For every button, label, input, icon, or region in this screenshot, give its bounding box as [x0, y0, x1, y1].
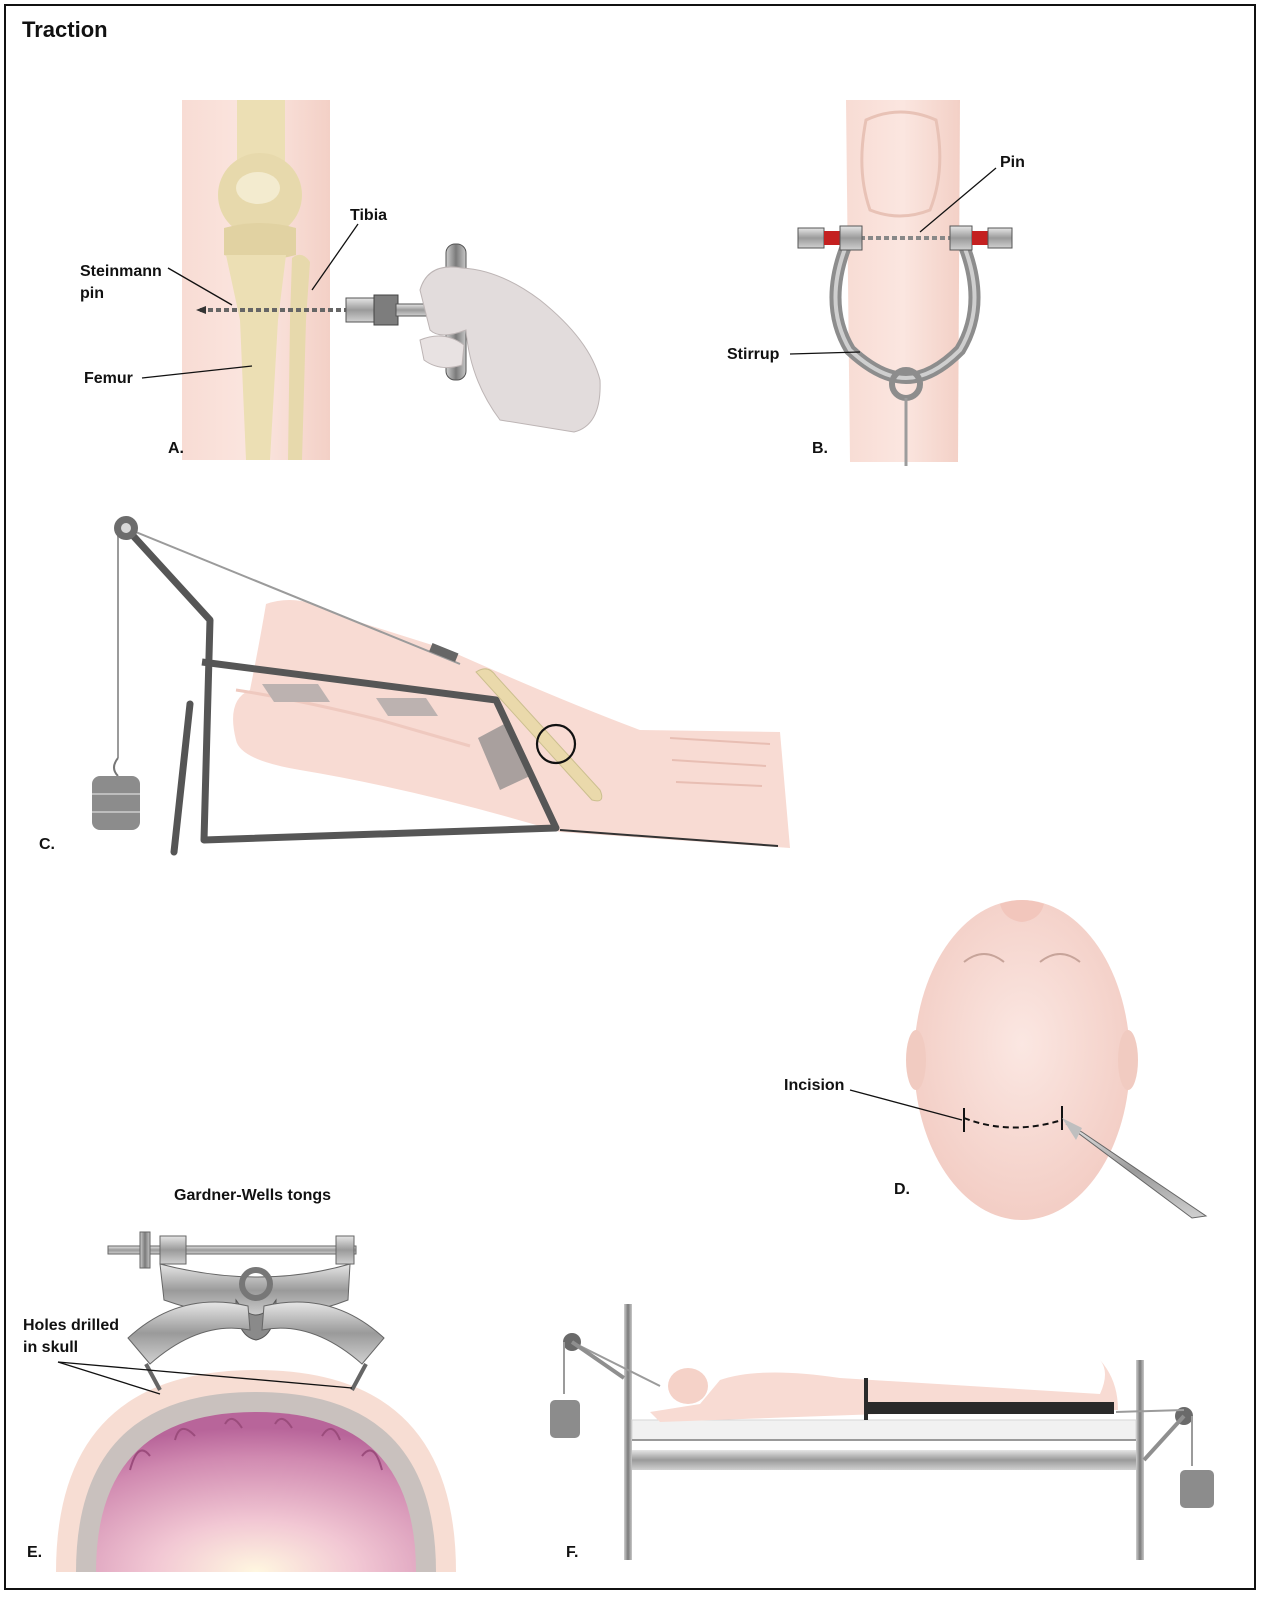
head — [914, 900, 1130, 1220]
steinmann-label-line1: Steinmann — [80, 263, 162, 280]
panel-d-letter: D. — [894, 1181, 910, 1198]
panel-b: Pin Stirrup B. — [727, 100, 1025, 466]
femur-label: Femur — [84, 370, 133, 387]
skull — [56, 1370, 456, 1572]
pin-clamp-right — [972, 231, 988, 245]
panel-f: F. — [550, 1304, 1214, 1561]
panel-e-letter: E. — [27, 1544, 42, 1561]
stirrup-label: Stirrup — [727, 346, 780, 363]
gardner-wells-tongs — [108, 1232, 384, 1390]
panel-e: Gardner-Wells tongs Holes drilled in sku… — [23, 1187, 456, 1572]
steinmann-label-line2: pin — [80, 285, 104, 302]
panel-b-letter: B. — [812, 440, 828, 457]
holes-label-line1: Holes drilled — [23, 1317, 119, 1334]
patient-body — [233, 600, 790, 848]
panel-f-letter: F. — [566, 1544, 578, 1561]
hand-drill — [346, 244, 600, 432]
panel-c: C. — [39, 516, 790, 853]
panel-c-letter: C. — [39, 836, 55, 853]
panel-d: Incision D. — [784, 900, 1206, 1220]
pin-clamp-left — [824, 231, 840, 245]
holes-label-line2: in skull — [23, 1339, 78, 1356]
panel-a-letter: A. — [168, 440, 184, 457]
patient-supine — [650, 1360, 1118, 1422]
tongs-title: Gardner-Wells tongs — [174, 1187, 331, 1204]
pin-label: Pin — [1000, 154, 1025, 171]
panel-a: Tibia Steinmann pin Femur A. — [80, 100, 600, 460]
tibia-label: Tibia — [350, 207, 387, 224]
figure-title: Traction — [22, 17, 108, 42]
leg-strap — [864, 1402, 1114, 1414]
bed — [624, 1304, 1144, 1560]
incision-label: Incision — [784, 1077, 844, 1094]
